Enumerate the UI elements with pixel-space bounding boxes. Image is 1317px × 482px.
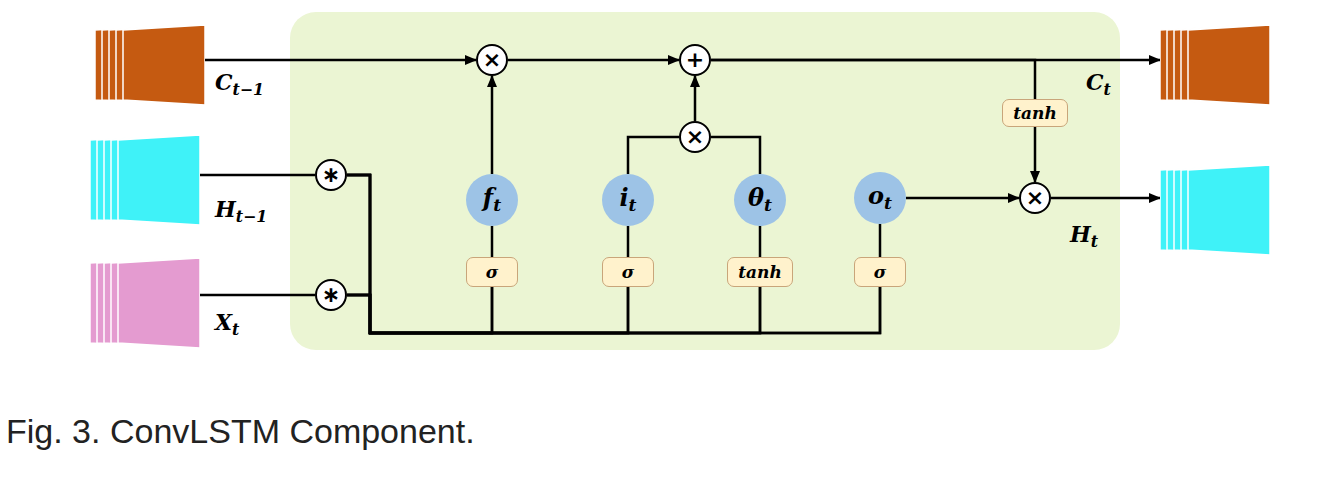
operator-circle: ∗ <box>315 159 347 191</box>
activation-box: σ <box>602 257 654 287</box>
signal-connector <box>628 137 679 174</box>
signal-connector <box>347 175 628 333</box>
signal-connector <box>879 224 882 257</box>
stack-sheets <box>90 258 200 348</box>
map-label: Ct <box>1086 70 1111 98</box>
feature-sheet <box>1188 25 1270 105</box>
operator-symbol: × <box>1026 187 1044 209</box>
activation-label: σ <box>622 264 635 281</box>
signal-connector <box>627 226 630 257</box>
gate-label: it <box>619 186 636 214</box>
activation-box: σ <box>854 257 906 287</box>
signal-connector <box>347 175 760 333</box>
signal-connector <box>491 226 494 257</box>
gate-circle: θt <box>734 174 786 226</box>
stack-sheets <box>1160 165 1270 255</box>
signal-connector <box>205 59 476 62</box>
stack-sheets <box>95 25 205 105</box>
operator-symbol: + <box>686 49 704 71</box>
operator-circle: ∗ <box>315 279 347 311</box>
signal-connector <box>759 226 762 257</box>
activation-box: tanh <box>1002 99 1068 127</box>
feature-map-stack: Xt <box>90 258 200 348</box>
signal-connector <box>1034 127 1037 182</box>
signal-connector <box>491 76 494 174</box>
feature-sheet <box>123 25 205 105</box>
gate-label: ft <box>483 186 501 214</box>
operator-symbol: ∗ <box>322 284 340 306</box>
stack-sheets <box>1160 25 1270 105</box>
signal-connector <box>1051 197 1160 200</box>
feature-map-stack: Ct <box>1160 25 1270 105</box>
signal-connector <box>711 137 760 174</box>
map-label: Ht−1 <box>215 197 267 225</box>
feature-sheet <box>118 135 200 225</box>
stack-sheets <box>90 135 200 225</box>
cell-panel <box>290 12 1120 350</box>
gate-circle: ot <box>854 172 906 224</box>
operator-symbol: × <box>686 126 704 148</box>
operator-symbol: × <box>483 49 501 71</box>
operator-circle: × <box>476 44 508 76</box>
signal-connector <box>711 60 1035 99</box>
signal-connector <box>347 287 628 333</box>
operator-circle: + <box>679 44 711 76</box>
gate-label: ot <box>868 184 892 212</box>
signal-connector <box>694 76 697 121</box>
signal-connector <box>347 287 760 333</box>
feature-map-stack: Ct−1 <box>95 25 205 105</box>
gate-circle: it <box>602 174 654 226</box>
signal-connector <box>347 287 880 333</box>
operator-circle: × <box>679 121 711 153</box>
map-label: Ct−1 <box>215 70 264 98</box>
figure-caption: Fig. 3. ConvLSTM Component. <box>6 412 475 451</box>
map-label: Xt <box>215 310 239 338</box>
activation-label: σ <box>874 264 887 281</box>
feature-map-stack: Ht−1 <box>90 135 200 225</box>
map-label: Ht <box>1070 222 1098 250</box>
feature-map-stack: Ht <box>1160 165 1270 255</box>
signal-connector <box>906 197 1019 200</box>
operator-circle: × <box>1019 182 1051 214</box>
activation-label: tanh <box>1013 105 1057 122</box>
signal-connector <box>508 59 679 62</box>
signal-connector <box>200 294 315 297</box>
operator-symbol: ∗ <box>322 164 340 186</box>
signal-connector <box>200 174 315 177</box>
activation-box: tanh <box>727 257 793 287</box>
activation-label: tanh <box>738 264 782 281</box>
feature-sheet <box>118 258 200 348</box>
gate-label: θt <box>748 186 772 214</box>
signal-connector <box>347 175 880 333</box>
feature-sheet <box>1188 165 1270 255</box>
gate-circle: ft <box>466 174 518 226</box>
activation-box: σ <box>466 257 518 287</box>
activation-label: σ <box>486 264 499 281</box>
